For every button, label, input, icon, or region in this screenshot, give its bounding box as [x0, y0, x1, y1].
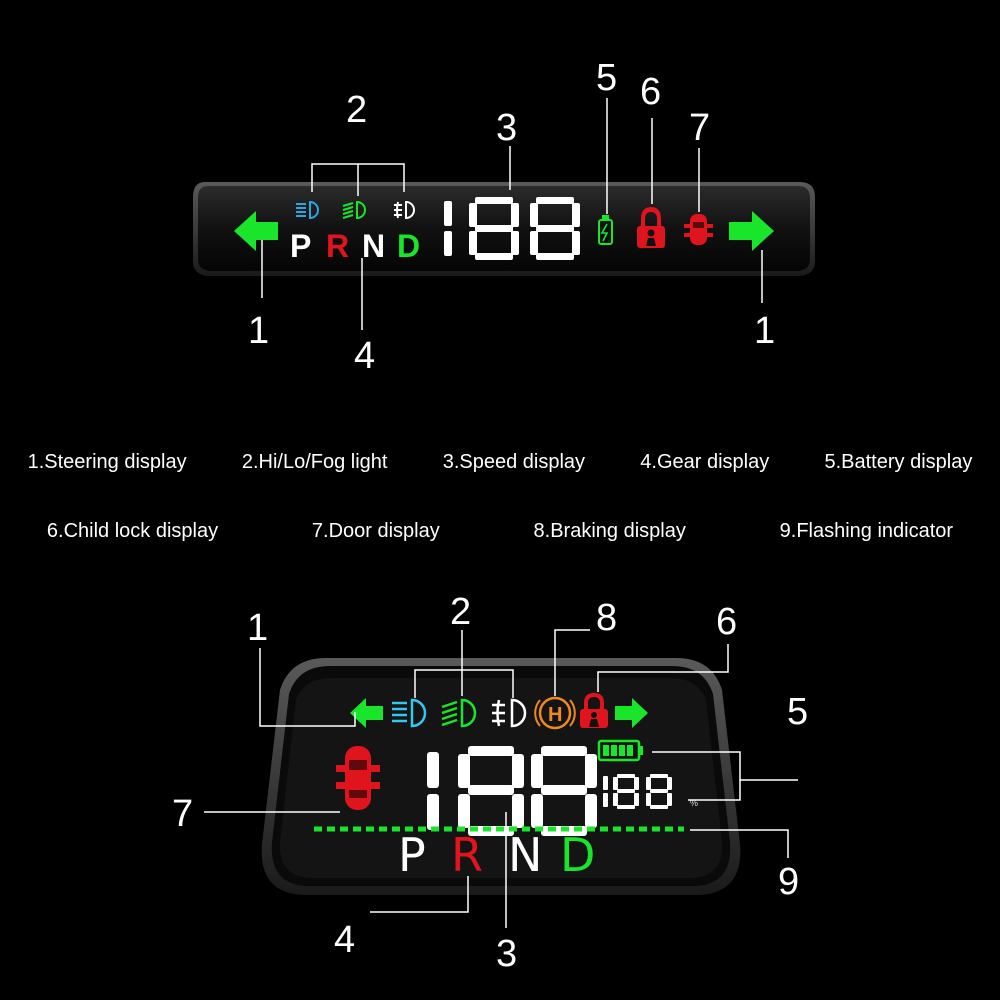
- low-beam-icon: [342, 200, 366, 220]
- legend-item: 3.Speed display: [442, 451, 586, 473]
- brake-icon: H: [534, 696, 576, 730]
- speed-digits: [444, 197, 580, 260]
- bottom-callout-lines: [204, 629, 798, 928]
- callout-1-left: 1: [248, 310, 269, 352]
- child-lock-icon: [637, 207, 665, 248]
- child-lock-icon: [580, 693, 608, 728]
- percent-sign: %: [690, 798, 698, 808]
- gear-n: N: [508, 828, 542, 882]
- battery-icon: [598, 215, 613, 245]
- legend-item: 5.Battery display: [824, 451, 973, 473]
- brake-letter: H: [548, 704, 562, 726]
- callout-8-bottom: 8: [596, 597, 617, 639]
- gear-r: R: [326, 228, 349, 264]
- top-callout-lines: [261, 98, 763, 330]
- legend-row-1: 1.Steering display 2.Hi/Lo/Fog light 3.S…: [0, 451, 1000, 474]
- fog-light-icon: [492, 698, 527, 728]
- right-arrow-icon: [729, 211, 774, 251]
- top-hud-device: P R N D: [193, 182, 815, 276]
- battery-level-icon: [597, 739, 643, 762]
- low-beam-icon: [441, 698, 477, 728]
- callout-3-bottom: 3: [496, 933, 517, 975]
- legend-item: 9.Flashing indicator: [779, 520, 954, 542]
- gear-r: R: [451, 828, 483, 882]
- callout-4-top: 4: [354, 335, 375, 377]
- gear-d: D: [397, 228, 420, 264]
- callout-2-bottom: 2: [450, 591, 471, 633]
- car-door-icon: [684, 214, 713, 245]
- callout-2-top: 2: [346, 89, 367, 131]
- high-beam-icon: [296, 200, 319, 220]
- callout-9-bottom: 9: [778, 861, 799, 903]
- high-beam-icon: [392, 698, 427, 728]
- callout-3-top: 3: [496, 107, 517, 149]
- callout-1-bottom: 1: [247, 607, 268, 649]
- callout-5-top: 5: [596, 57, 617, 99]
- legend-item: 1.Steering display: [27, 451, 187, 473]
- callout-7-top: 7: [689, 107, 710, 149]
- left-arrow-icon: [234, 211, 278, 251]
- legend-item: 4.Gear display: [640, 451, 770, 473]
- right-arrow-icon: [615, 698, 648, 728]
- gear-n: N: [362, 228, 385, 264]
- legend-item: 7.Door display: [311, 520, 440, 542]
- legend-item: 6.Child lock display: [46, 520, 219, 542]
- callout-5-bottom: 5: [787, 691, 808, 733]
- legend-item: 2.Hi/Lo/Fog light: [241, 451, 388, 473]
- callout-6-bottom: 6: [716, 601, 737, 643]
- battery-percent-digits: [603, 774, 672, 809]
- callout-7-bottom: 7: [172, 793, 193, 835]
- gear-p: P: [398, 828, 426, 882]
- car-door-icon: [336, 746, 380, 810]
- bottom-hud-device: H: [261, 658, 741, 895]
- legend-item: 8.Braking display: [533, 520, 686, 542]
- legend-row-2: 6.Child lock display 7.Door display 8.Br…: [0, 520, 1000, 543]
- gear-d: D: [560, 828, 595, 882]
- callout-1-right: 1: [754, 310, 775, 352]
- left-arrow-icon: [350, 698, 383, 728]
- gear-p: P: [290, 228, 311, 264]
- callout-6-top: 6: [640, 71, 661, 113]
- fog-light-icon: [394, 200, 415, 220]
- callout-4-bottom: 4: [334, 919, 355, 961]
